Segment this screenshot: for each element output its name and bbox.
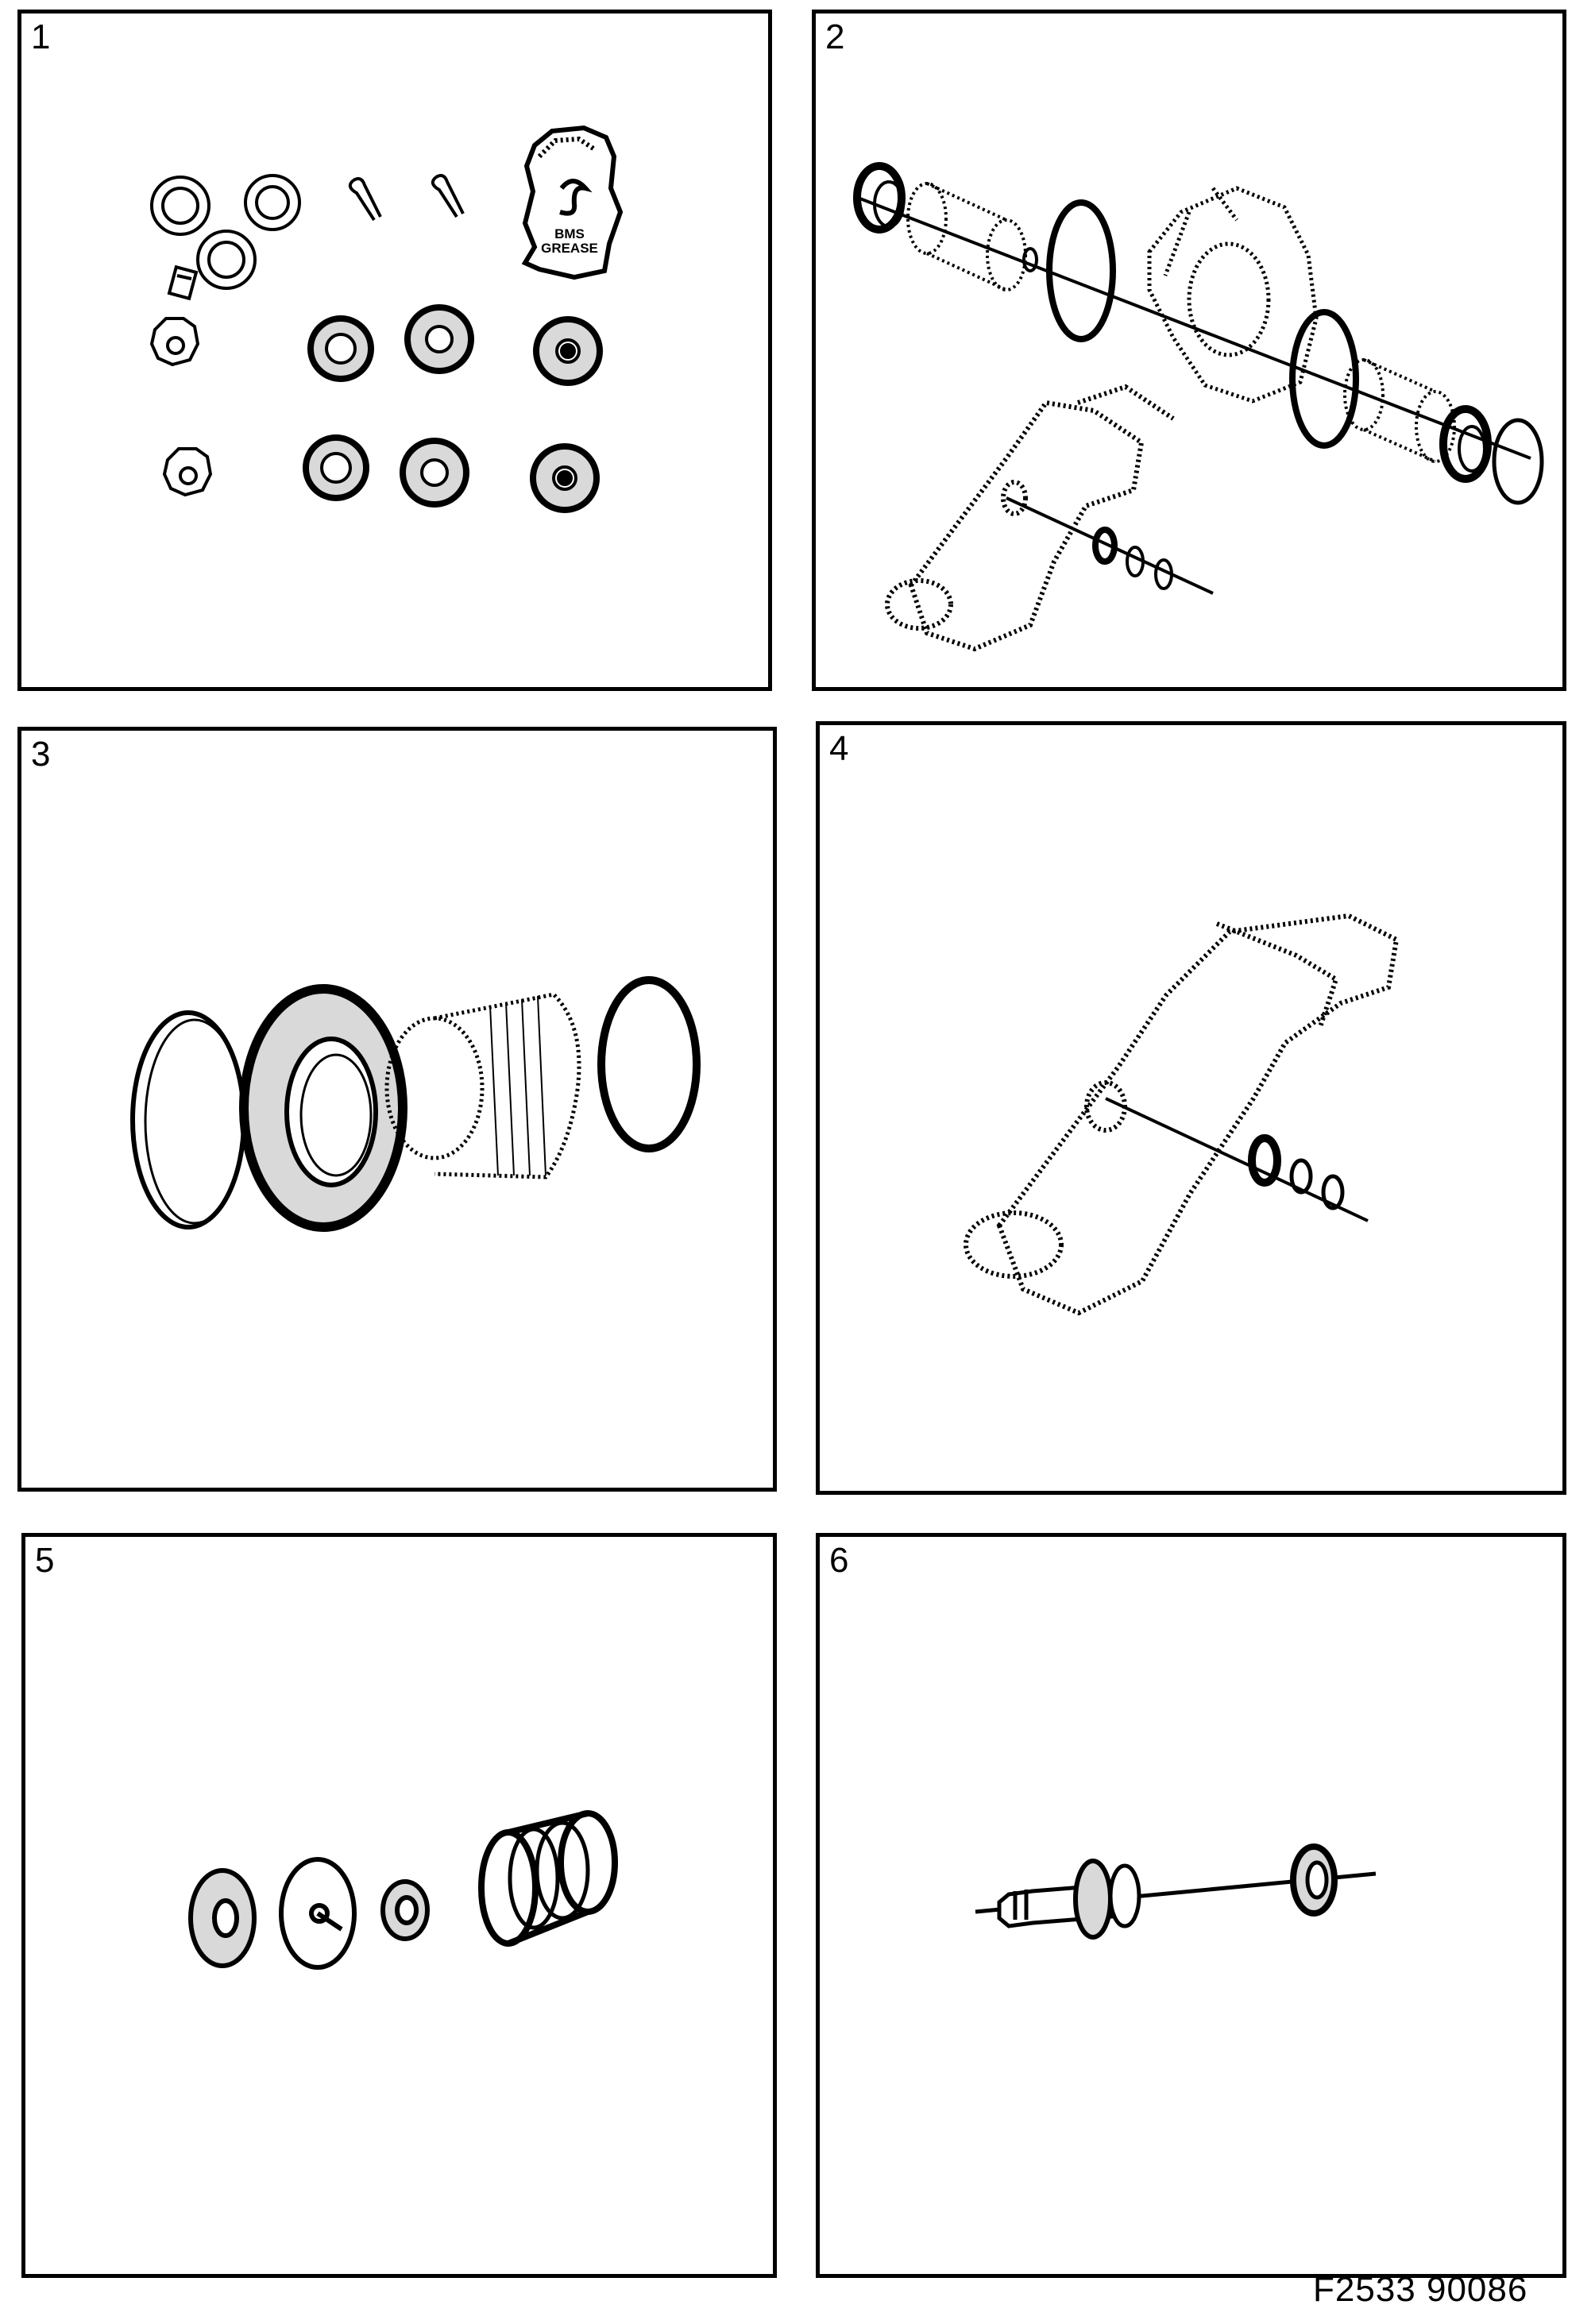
panel-number: 6 [829,1541,849,1580]
panel-5: 5 [21,1533,777,2278]
bushing [303,434,369,501]
cup-washer [188,1868,257,1968]
bushing [530,443,600,513]
bushing-sleeve [384,992,581,1179]
flat-washer [196,230,257,290]
flat-washer [244,174,301,231]
bushing [533,316,603,386]
lever-illustration [964,913,1400,1316]
spindle [997,1859,1141,1940]
o-ring [1492,418,1544,505]
panel-2: 2 [812,10,1566,691]
castle-nut [162,447,213,497]
snap-ring [1046,199,1116,342]
o-ring [1022,247,1038,272]
bearing [853,162,906,234]
panel-3: 3 [17,727,777,1492]
seal-washer [1290,1843,1338,1917]
castle-nut [149,317,200,367]
panel-1: 1 [17,10,772,691]
panel-number: 4 [829,729,849,768]
snap-ring [1289,309,1359,449]
bearing-assembly-illustration [130,976,701,1232]
o-ring [1289,1158,1313,1195]
lock-washer [380,1879,430,1941]
o-ring [1321,1174,1345,1210]
panel-number: 2 [825,17,845,56]
washer [1248,1134,1281,1187]
rubber-boot [478,1810,618,1947]
housing [1147,186,1319,403]
panel-number: 3 [31,735,51,774]
bushing-sleeve [1343,358,1456,463]
slotted-washer [279,1857,357,1970]
cotter-pin [431,174,465,218]
panel-4: 4 [816,721,1566,1495]
lever-arm [996,913,1400,1316]
panel-6: 6 [816,1533,1566,2278]
o-ring [1126,546,1145,577]
screw [167,264,199,301]
washer [1092,527,1118,565]
snap-ring [597,976,701,1152]
panel-number: 1 [31,17,51,56]
o-ring [1154,558,1173,590]
panel-number: 5 [35,1541,55,1580]
seal [239,984,407,1232]
boot-assembly-illustration [188,1810,618,1970]
bushing [307,315,374,382]
spindle-illustration [975,1843,1377,1940]
figure-reference: F2533 90086 [1313,2270,1528,2309]
lever-arm [885,384,1175,652]
bushing [404,304,474,374]
exploded-assembly-illustration [853,162,1544,652]
bushing [400,438,469,508]
bushing-sleeve [906,182,1027,291]
cotter-pin [348,177,382,222]
bearing [1439,405,1492,483]
flat-washer [150,176,210,236]
